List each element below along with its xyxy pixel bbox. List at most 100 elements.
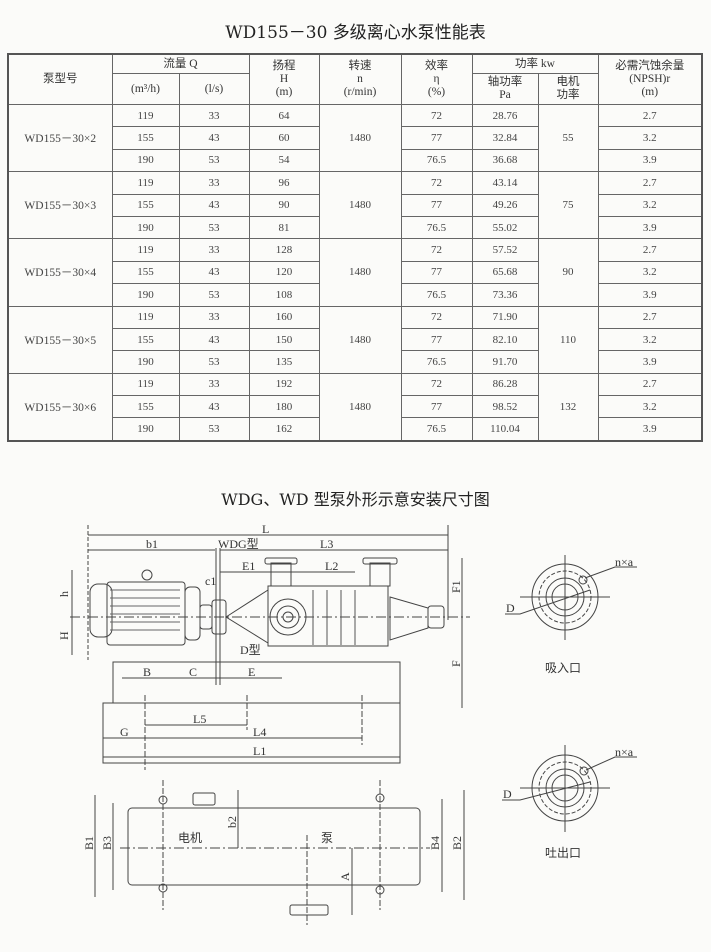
outlet-flange [362, 557, 398, 565]
shaft-power-cell: 91.70 [471, 350, 539, 374]
label-L: L [262, 522, 269, 536]
base-frame [112, 661, 401, 704]
label-E1: E1 [242, 559, 255, 573]
npsh-cell: 3.9 [597, 350, 703, 374]
label-B1: B1 [82, 836, 96, 850]
label-L1: L1 [253, 744, 266, 758]
pump-model-cell: WD155－30×4 [7, 238, 113, 307]
head-cell: 120 [248, 260, 320, 285]
label-wdg: WDG型 [218, 537, 259, 551]
header-motor-power: 电机功率 [537, 73, 599, 105]
label-B2: B2 [450, 836, 464, 850]
npsh-cell: 3.2 [597, 327, 703, 352]
label-B: B [143, 665, 151, 679]
npsh-cell: 3.9 [597, 417, 703, 442]
label-h: h [57, 591, 71, 597]
efficiency-cell: 77 [400, 395, 473, 419]
flow-m3h-cell: 119 [111, 238, 180, 262]
npsh-cell: 3.9 [597, 283, 703, 307]
label-b1: b1 [146, 537, 158, 551]
efficiency-cell: 77 [400, 327, 473, 352]
npsh-cell: 2.7 [597, 372, 703, 397]
inlet-label: 吸入口 [545, 661, 581, 675]
speed-cell: 1480 [318, 103, 402, 173]
label-B3: B3 [100, 836, 114, 850]
table-title: WD155－30 多级离心水泵性能表 [225, 23, 486, 43]
label-C: C [189, 665, 197, 679]
label-b2: b2 [225, 816, 239, 828]
inlet-d-label: D [506, 601, 515, 615]
efficiency-cell: 76.5 [400, 417, 473, 442]
top-flange [192, 792, 216, 806]
shaft-power-cell: 71.90 [471, 305, 539, 329]
header-flow-ls: (l/s) [178, 73, 250, 105]
bolt-hole [578, 575, 588, 585]
head-cell: 108 [248, 283, 320, 307]
outlet-flange-view [502, 745, 637, 832]
efficiency-cell: 72 [400, 305, 473, 329]
header-npsh: 必需汽蚀余量(NPSH)r(m) [597, 53, 703, 105]
npsh-cell: 3.2 [597, 395, 703, 419]
shaft-power-cell: 98.52 [471, 395, 539, 419]
header-model: 泵型号 [7, 53, 113, 105]
shaft-power-cell: 65.68 [471, 260, 539, 285]
label-L3: L3 [320, 537, 333, 551]
label-A: A [338, 872, 352, 881]
flow-ls-cell: 43 [178, 395, 250, 419]
pump-model-cell: WD155－30×5 [7, 305, 113, 374]
outlet-label: 吐出口 [545, 846, 581, 860]
shaft-power-cell: 57.52 [471, 238, 539, 262]
label-L2: L2 [325, 559, 338, 573]
drawing-labels: L b1 WDG型 L3 E1 L2 c1 h H F1 F D型 B C E … [57, 522, 634, 881]
head-cell: 60 [248, 126, 320, 150]
flow-m3h-cell: 190 [111, 215, 180, 240]
label-F1: F1 [449, 580, 463, 593]
head-cell: 162 [248, 417, 320, 442]
lifting-eye [141, 569, 153, 581]
outlet-nxa-label: n×a [615, 745, 634, 759]
label-c1: c1 [205, 574, 216, 588]
shaft-power-cell: 110.04 [471, 417, 539, 442]
pump-model-cell: WD155－30×2 [7, 103, 113, 173]
drawing-title: WDG、WD 型泵外形示意安装尺寸图 [221, 490, 490, 509]
label-E: E [248, 665, 255, 679]
flow-m3h-cell: 155 [111, 260, 180, 285]
motor-power-cell: 132 [537, 372, 599, 442]
speed-cell: 1480 [318, 305, 402, 374]
label-L4: L4 [253, 725, 266, 739]
npsh-cell: 2.7 [597, 305, 703, 329]
npsh-cell: 2.7 [597, 238, 703, 262]
inlet-nxa-label: n×a [615, 555, 634, 569]
flow-m3h-cell: 119 [111, 305, 180, 329]
shaft-power-cell: 28.76 [471, 103, 539, 128]
label-pump: 泵 [321, 831, 333, 845]
shaft-power-cell: 49.26 [471, 193, 539, 217]
shaft-power-cell: 36.68 [471, 148, 539, 173]
inlet-flange-view [505, 555, 637, 640]
flow-m3h-cell: 155 [111, 395, 180, 419]
head-cell: 160 [248, 305, 320, 329]
label-B4: B4 [428, 836, 442, 850]
head-cell: 150 [248, 327, 320, 352]
speed-cell: 1480 [318, 238, 402, 307]
flow-m3h-cell: 190 [111, 350, 180, 374]
efficiency-cell: 76.5 [400, 350, 473, 374]
head-cell: 180 [248, 395, 320, 419]
label-G: G [120, 725, 129, 739]
header-power: 功率 kw [471, 53, 599, 74]
label-motor: 电机 [178, 831, 202, 845]
efficiency-cell: 76.5 [400, 283, 473, 307]
head-cell: 192 [248, 372, 320, 397]
